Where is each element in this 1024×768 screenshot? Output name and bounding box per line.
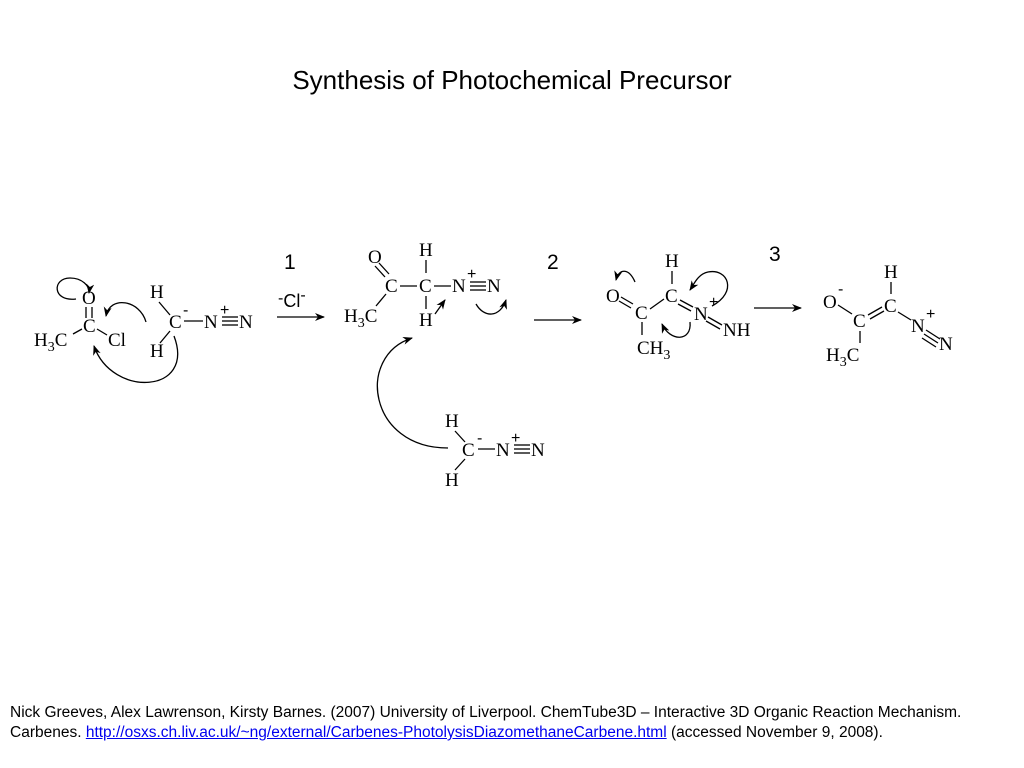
step-1-label: 1 (284, 251, 296, 274)
atom-h3c: H3C (34, 330, 67, 355)
citation-text: Nick Greeves, Alex Lawrenson, Kirsty Bar… (10, 704, 962, 741)
acetyl-chloride: O C H3C Cl (34, 277, 147, 355)
enolate-intermediate: O C CH3 H C N + NH (606, 251, 751, 363)
reagent-label: -Cl- (278, 287, 306, 311)
atom-nh: NH (723, 320, 751, 341)
bond-c-ch3 (72, 328, 83, 335)
bond-cn-b (677, 303, 692, 312)
bond-co-b (378, 262, 390, 275)
diazoketone: O C H3C H C H N + N (344, 240, 507, 331)
atom-h: H (884, 262, 898, 283)
charge-minus: - (838, 281, 843, 298)
bond-ch-bottom (454, 458, 466, 471)
atom-cl: Cl (108, 330, 126, 351)
product: O - C H3C H C N + N (823, 262, 953, 370)
bond-c-ch3 (375, 293, 387, 307)
atom-o: O (606, 286, 620, 307)
atom-n1: N (496, 440, 510, 461)
atom-n2: N (239, 312, 253, 333)
atom-c: C (169, 312, 182, 333)
bond-c-n (897, 311, 912, 321)
charge-minus: - (183, 302, 188, 319)
atom-c: C (462, 440, 475, 461)
atom-h-bottom: H (150, 341, 164, 362)
atom-h-bottom: H (419, 310, 433, 331)
atom-o: O (368, 247, 382, 268)
atom-c: C (83, 316, 96, 337)
charge-minus: - (477, 430, 482, 447)
bond-co-a (620, 296, 634, 305)
bond-ch-top (454, 430, 466, 443)
atom-o: O (823, 292, 837, 313)
curved-arrow-o (56, 277, 95, 300)
atom-c-alpha: C (419, 276, 432, 297)
bond-nn-3 (921, 337, 937, 348)
charge-plus: + (709, 294, 718, 311)
bond-c-cl (96, 328, 108, 336)
citation-link[interactable]: http://osxs.ch.liv.ac.uk/~ng/external/Ca… (85, 724, 667, 741)
curved-arrow-base (376, 336, 449, 449)
atom-c2: C (884, 296, 897, 317)
charge-plus: + (220, 302, 229, 319)
bond-nn-2 (923, 333, 939, 344)
curved-arrow-cn (661, 321, 691, 338)
bond-ch-bottom (159, 330, 171, 344)
atom-ch3: CH3 (637, 338, 670, 363)
atom-h3c: H3C (826, 345, 859, 370)
bond-cc-b (869, 310, 885, 320)
charge-plus: + (511, 430, 520, 447)
atom-h3c: H3C (344, 306, 377, 331)
atom-n1: N (911, 316, 925, 337)
bond-nn-a (707, 316, 723, 326)
bond-co-b (618, 300, 632, 309)
curved-arrow-o (614, 270, 636, 283)
atom-h-top: H (150, 282, 164, 303)
curved-arrow-n (689, 271, 729, 307)
atom-c-alpha: C (665, 286, 678, 307)
atom-h: H (665, 251, 679, 272)
atom-n1: N (694, 304, 708, 325)
citation: Nick Greeves, Alex Lawrenson, Kirsty Bar… (10, 703, 1015, 743)
charge-plus: + (467, 266, 476, 283)
bond-co-a (374, 265, 386, 278)
atom-n1: N (204, 312, 218, 333)
atom-c1: C (853, 311, 866, 332)
atom-n1: N (452, 276, 466, 297)
atom-n2: N (487, 276, 501, 297)
atom-h-bottom: H (445, 470, 459, 491)
bond-cn-a (679, 299, 694, 308)
arrow-h-deprotonation (434, 299, 446, 315)
curved-arrow-attack (93, 335, 179, 384)
curved-arrow-n (475, 299, 507, 315)
bond-o-c (837, 304, 853, 315)
atom-h-top: H (419, 240, 433, 261)
charge-plus: + (926, 306, 935, 323)
atom-c-carbonyl: C (635, 303, 648, 324)
diazomethane-1: H C - H N + N (93, 282, 253, 384)
bond-ch-top (158, 301, 171, 316)
step-3-label: 3 (769, 243, 781, 266)
citation-accessed: (accessed November 9, 2008). (666, 724, 883, 741)
atom-n2: N (531, 440, 545, 461)
bond-c-c (649, 298, 665, 310)
diazomethane-2: H C - H N + N (376, 336, 545, 491)
curved-arrow-c-cl (103, 301, 147, 323)
slide-title: Synthesis of Photochemical Precursor (292, 65, 732, 95)
bond-cc-a (867, 306, 883, 316)
atom-n2: N (939, 334, 953, 355)
atom-c-carbonyl: C (385, 276, 398, 297)
step-2-label: 2 (547, 251, 559, 274)
bond-nn-1 (925, 329, 941, 340)
atom-h-top: H (445, 411, 459, 432)
bond-nn-b (705, 320, 721, 330)
